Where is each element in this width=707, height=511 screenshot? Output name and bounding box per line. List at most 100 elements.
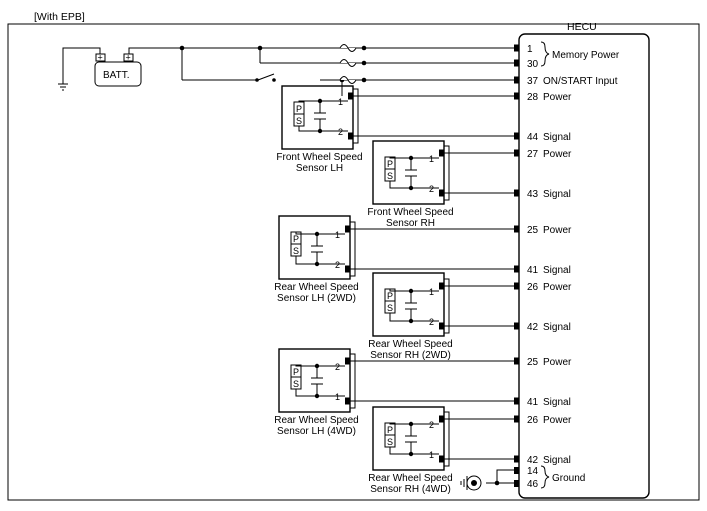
sensor-pin-top: 1 bbox=[429, 287, 434, 297]
ps-label-s: S bbox=[293, 379, 299, 389]
sensor-name-sub: Sensor LH (4WD) bbox=[277, 426, 356, 437]
fuse-icon bbox=[339, 44, 357, 52]
sensor-pin-top: 1 bbox=[335, 230, 340, 240]
ground-connection: 14 46 Ground bbox=[460, 465, 585, 491]
sensor-pin-bottom: 1 bbox=[335, 392, 340, 402]
sensor-name-sub: Sensor LH (2WD) bbox=[277, 293, 356, 304]
ps-label-p: P bbox=[293, 367, 299, 377]
sensor-name-sub: Sensor RH bbox=[386, 218, 435, 229]
pin-label: Signal bbox=[543, 397, 571, 408]
sensor-pin-bottom: 2 bbox=[429, 184, 434, 194]
battery-terminal-minus: + bbox=[98, 53, 103, 63]
sensor-pin-top: 2 bbox=[429, 420, 434, 430]
pin-terminal bbox=[514, 322, 519, 330]
sensor-pin bbox=[345, 397, 350, 405]
sensor-connector bbox=[444, 411, 450, 467]
sensor-name: Rear Wheel Speed bbox=[368, 339, 453, 350]
pin-terminal bbox=[514, 357, 519, 365]
sensor-pin-bottom: 2 bbox=[338, 127, 343, 137]
pin-terminal bbox=[514, 132, 519, 140]
sensor-pin bbox=[345, 265, 350, 273]
pin-terminal bbox=[514, 455, 519, 463]
pin-terminal bbox=[514, 225, 519, 233]
sensor-pin-bottom: 2 bbox=[429, 317, 434, 327]
sensor-box bbox=[281, 85, 354, 150]
memory-power-label: Memory Power bbox=[552, 50, 620, 61]
pin-number: 27 bbox=[527, 149, 539, 160]
ps-label-p: P bbox=[296, 104, 302, 114]
sensor-pin bbox=[439, 455, 444, 463]
pin-number: 25 bbox=[527, 225, 539, 236]
sensor-pin-bottom: 1 bbox=[429, 450, 434, 460]
sensor-connector bbox=[350, 353, 356, 409]
ps-label-p: P bbox=[387, 291, 393, 301]
variant-label: [With EPB] bbox=[34, 11, 85, 23]
pin-number: 26 bbox=[527, 282, 539, 293]
pin-terminal bbox=[514, 44, 519, 52]
ignition-switch bbox=[257, 73, 275, 81]
sensor-name: Rear Wheel Speed bbox=[368, 473, 453, 484]
pin-terminal bbox=[514, 265, 519, 273]
pin-number: 41 bbox=[527, 397, 539, 408]
battery-label: BATT. bbox=[103, 70, 129, 81]
pin-terminal bbox=[514, 415, 519, 423]
pin-label: Signal bbox=[543, 322, 571, 333]
pin-number: 43 bbox=[527, 189, 539, 200]
sensor-pin-bottom: 2 bbox=[335, 260, 340, 270]
battery-terminal-plus: + bbox=[126, 53, 131, 63]
ps-label-s: S bbox=[387, 303, 393, 313]
sensor-name-sub: Sensor RH (4WD) bbox=[370, 484, 451, 495]
pin-number: 25 bbox=[527, 357, 539, 368]
sensor-connector bbox=[444, 145, 450, 201]
sensor-pin bbox=[439, 282, 444, 290]
pin-label: Signal bbox=[543, 132, 571, 143]
sensor-name: Rear Wheel Speed bbox=[274, 282, 359, 293]
hecu-box bbox=[518, 33, 650, 499]
ps-label-p: P bbox=[293, 234, 299, 244]
sensor-name-sub: Sensor LH bbox=[296, 163, 343, 174]
pin-number: 30 bbox=[527, 59, 539, 70]
pin-number: 28 bbox=[527, 92, 539, 103]
pin-label: Signal bbox=[543, 265, 571, 276]
pin-terminal bbox=[514, 92, 519, 100]
pin-terminal bbox=[514, 149, 519, 157]
sensor-pin bbox=[345, 357, 350, 365]
sensor-box bbox=[278, 215, 351, 280]
sensor-pin bbox=[439, 322, 444, 330]
hecu-title: HECU bbox=[567, 21, 597, 33]
sensor-pin bbox=[439, 415, 444, 423]
pin-number: 37 bbox=[527, 76, 539, 87]
sensor-name-sub: Sensor RH (2WD) bbox=[370, 350, 451, 361]
sensor-name: Rear Wheel Speed bbox=[274, 415, 359, 426]
sensor-name: Front Wheel Speed bbox=[367, 207, 453, 218]
pin-terminal bbox=[514, 189, 519, 197]
pin-number: 41 bbox=[527, 265, 539, 276]
pin-terminal bbox=[514, 397, 519, 405]
pin-number: 44 bbox=[527, 132, 539, 143]
sensor-box bbox=[278, 348, 351, 413]
ground-brace bbox=[540, 465, 550, 489]
pin-terminal bbox=[514, 282, 519, 290]
sensor-connector bbox=[353, 88, 359, 144]
ps-label-s: S bbox=[296, 116, 302, 126]
pin-label: ON/START Input bbox=[543, 76, 618, 87]
pin-label: Power bbox=[543, 225, 572, 236]
memory-brace bbox=[540, 41, 550, 67]
power-feed bbox=[179, 44, 514, 96]
sensor-connector bbox=[444, 278, 450, 334]
ps-label-s: S bbox=[293, 246, 299, 256]
pin-label: Signal bbox=[543, 189, 571, 200]
sensor-pin-top: 1 bbox=[338, 97, 343, 107]
sensor-pin-top: 2 bbox=[335, 362, 340, 372]
sensor-box bbox=[372, 272, 445, 337]
pin-number: 26 bbox=[527, 415, 539, 426]
pin-terminal bbox=[514, 59, 519, 67]
sensor-connector bbox=[350, 221, 356, 277]
ground-label: Ground bbox=[552, 473, 585, 484]
pin-label: Power bbox=[543, 149, 572, 160]
